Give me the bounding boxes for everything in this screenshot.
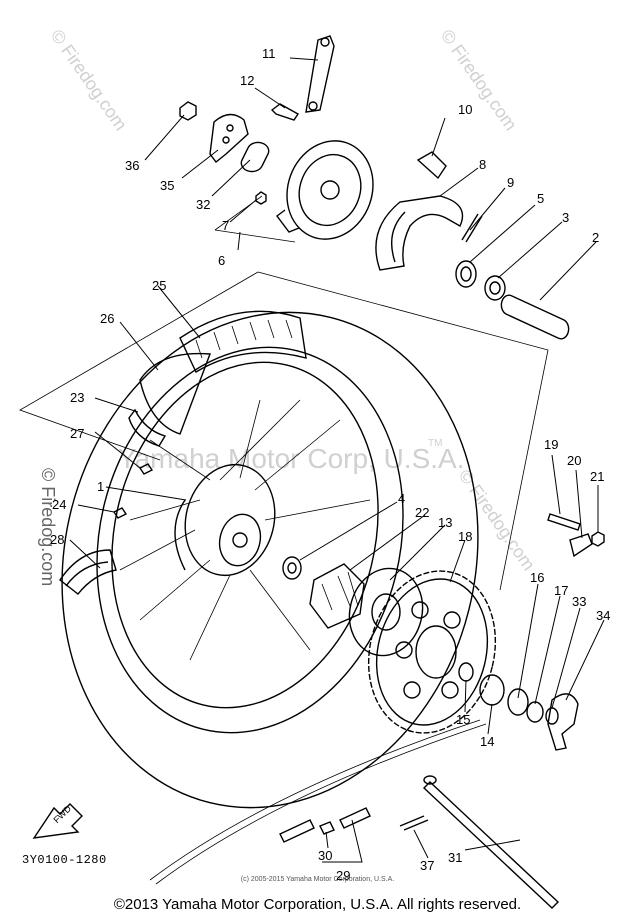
callout-7: 7 <box>222 218 229 233</box>
callout-33: 33 <box>572 594 586 609</box>
nut-21 <box>591 531 605 547</box>
callout-20: 20 <box>567 453 581 468</box>
callout-29: 29 <box>336 868 350 883</box>
brake-shoe-plate <box>276 140 374 240</box>
nut-7 <box>255 191 267 205</box>
chain-joint-link <box>279 819 315 843</box>
bolt-19 <box>547 513 581 531</box>
footer-copyright: ©2013 Yamaha Motor Corporation, U.S.A. A… <box>113 896 522 913</box>
watermark-firedog-mid-right: © Firedog.com <box>455 466 539 574</box>
spring-9 <box>461 213 483 243</box>
assembly-guide-lines <box>19 195 549 591</box>
tube-26 <box>139 352 211 435</box>
callout-14: 14 <box>480 734 494 749</box>
callout-labels: 11 12 10 8 9 5 3 2 36 35 32 7 6 25 26 23… <box>50 46 610 883</box>
tire-outer <box>61 311 479 809</box>
bearing-group <box>455 260 570 340</box>
oil-seal-3 <box>484 275 506 301</box>
callout-22: 22 <box>415 505 429 520</box>
watermark-yamaha-center: Yamaha Motor Corp, U.S.A. <box>118 443 465 474</box>
callout-35: 35 <box>160 178 174 193</box>
drive-chain <box>149 719 487 885</box>
collar-17 <box>526 701 544 723</box>
callout-27: 27 <box>70 426 84 441</box>
brake-arm-group <box>179 35 335 205</box>
cotter-pin-37 <box>399 815 429 831</box>
watermark-tm: TM <box>428 438 442 449</box>
callout-3: 3 <box>562 210 569 225</box>
spokes <box>119 399 371 661</box>
small-copyright: (c) 2005-2015 Yamaha Motor Corporation, … <box>240 876 395 883</box>
callout-17: 17 <box>554 583 568 598</box>
leader-lines <box>69 57 605 863</box>
axle-31 <box>422 781 560 909</box>
callout-19: 19 <box>544 437 558 452</box>
bearing-4 <box>282 556 302 580</box>
tire-tread <box>179 310 307 373</box>
callout-23: 23 <box>70 390 84 405</box>
spacer-2 <box>500 294 570 340</box>
callout-12: 12 <box>240 73 254 88</box>
callout-21: 21 <box>590 469 604 484</box>
clip-30 <box>319 821 335 835</box>
callout-37: 37 <box>420 858 434 873</box>
callout-2: 2 <box>592 230 599 245</box>
collar-15 <box>458 662 474 682</box>
callout-1: 1 <box>97 479 104 494</box>
callout-6: 6 <box>218 253 225 268</box>
callout-4: 4 <box>398 491 405 506</box>
chain-joint-29 <box>279 807 371 843</box>
bolt-12 <box>270 103 300 121</box>
axle-parts <box>399 513 605 909</box>
nipple-27 <box>138 463 154 475</box>
clutch-hub <box>309 563 424 657</box>
callout-32: 32 <box>196 197 210 212</box>
bearing-16 <box>507 688 529 716</box>
rim <box>96 346 404 734</box>
callout-11: 11 <box>262 46 276 61</box>
callout-10: 10 <box>458 102 472 117</box>
chain-puller-20 <box>569 533 593 558</box>
callout-9: 9 <box>507 175 514 190</box>
callout-13: 13 <box>438 515 452 530</box>
callout-24: 24 <box>52 497 66 512</box>
watermark-firedog-top-right: © Firedog.com <box>437 26 521 134</box>
nipple-24 <box>112 507 128 519</box>
callout-25: 25 <box>152 278 166 293</box>
brake-cam-lever <box>305 35 335 113</box>
bearing-5 <box>455 260 477 288</box>
rear-wheel <box>61 310 479 809</box>
tube-valve-28 <box>59 549 117 595</box>
collar-32 <box>240 141 270 173</box>
callout-28: 28 <box>50 532 64 547</box>
callout-30: 30 <box>318 848 332 863</box>
callout-34: 34 <box>596 608 610 623</box>
callout-18: 18 <box>458 529 472 544</box>
brake-cam-10 <box>416 151 447 180</box>
callout-36: 36 <box>125 158 139 173</box>
chain-puller-34 <box>547 693 579 751</box>
watermark-firedog-top-left: © Firedog.com <box>47 26 131 134</box>
damper-22 <box>309 563 365 629</box>
chain-puller-35 <box>209 113 249 163</box>
callout-8: 8 <box>479 157 486 172</box>
clutch-hub-13 <box>348 567 424 657</box>
sprocket-18 <box>367 570 497 734</box>
fwd-label: FWD <box>52 803 74 825</box>
fwd-arrow: FWD <box>32 803 83 839</box>
callout-15: 15 <box>456 712 470 727</box>
callout-31: 31 <box>448 850 462 865</box>
callout-16: 16 <box>530 570 544 585</box>
callout-5: 5 <box>537 191 544 206</box>
diagram-code: 3Y0100-1280 <box>22 853 107 867</box>
brake-shoes <box>375 151 483 271</box>
washer-33 <box>545 707 559 725</box>
watermark-firedog-left: © Firedog.com <box>38 468 58 586</box>
callout-26: 26 <box>100 311 114 326</box>
